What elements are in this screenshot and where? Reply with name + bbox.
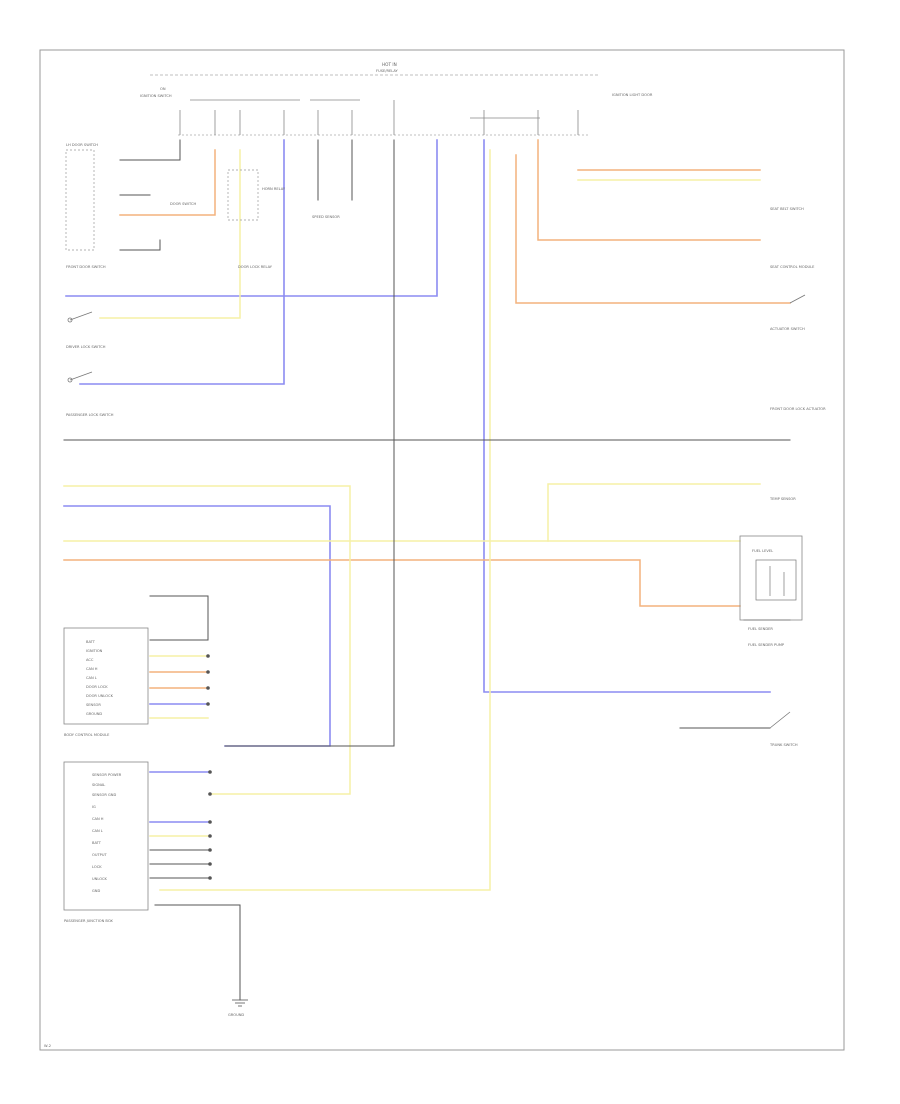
svg-text:CAN L: CAN L xyxy=(92,829,103,833)
svg-text:DOOR UNLOCK: DOOR UNLOCK xyxy=(86,694,114,698)
ground-symbol xyxy=(232,999,248,1007)
body-control-module xyxy=(63,627,149,725)
svg-text:GROUND: GROUND xyxy=(86,712,102,716)
blue-wires xyxy=(63,139,771,823)
orange-wires xyxy=(63,139,791,689)
header-subtitle: FUSE/RELAY xyxy=(376,69,398,73)
svg-text:UNLOCK: UNLOCK xyxy=(92,877,108,881)
center-component-2: SPEED SENSOR xyxy=(312,215,340,219)
right-component-6: FUEL SENDER xyxy=(748,627,773,631)
svg-text:CAN H: CAN H xyxy=(92,817,104,821)
left-component-3: DRIVER LOCK SWITCH xyxy=(66,345,106,349)
svg-text:IGNITION: IGNITION xyxy=(86,649,103,653)
svg-text:SIGNAL: SIGNAL xyxy=(92,783,105,787)
left-component-0: LH DOOR SWITCH xyxy=(66,143,98,147)
ground-label: GROUND xyxy=(228,1013,244,1017)
fuel-level-box xyxy=(739,535,803,621)
svg-text:IG: IG xyxy=(92,805,96,809)
svg-text:BATT: BATT xyxy=(92,841,102,845)
fuel-sender-symbol xyxy=(755,559,797,601)
svg-text:LOCK: LOCK xyxy=(92,865,102,869)
right-component-4: TEMP SENSOR xyxy=(769,497,796,501)
lh-door-switch-box xyxy=(65,149,95,251)
module-connector-dots xyxy=(206,654,212,880)
svg-text:CAN H: CAN H xyxy=(86,667,98,671)
left-component-2: FRONT DOOR SWITCH xyxy=(66,265,106,269)
svg-text:CAN L: CAN L xyxy=(86,676,97,680)
gray-wires xyxy=(63,139,791,1001)
horn-relay-box xyxy=(227,169,259,221)
top-connectors xyxy=(179,99,579,135)
module-0-pins: BATT IGNITION ACC CAN H CAN L DOOR LOCK … xyxy=(86,640,114,716)
right-component-5: FUEL LEVEL xyxy=(752,549,773,553)
footer-code: W-2 xyxy=(44,1044,51,1048)
left-component-4: PASSENGER LOCK SWITCH xyxy=(66,413,114,417)
header-code: HOT IN xyxy=(382,62,397,67)
top-left-label: ON xyxy=(160,87,166,91)
switch-symbols xyxy=(67,294,806,729)
right-component-1: SEAT CONTROL MODULE xyxy=(770,265,815,269)
module-0-label: BODY CONTROL MODULE xyxy=(64,733,110,737)
svg-text:BATT: BATT xyxy=(86,640,96,644)
center-component-0: HORN RELAY xyxy=(262,187,286,191)
diagram-border xyxy=(39,49,845,1051)
svg-text:SENSOR: SENSOR xyxy=(86,703,101,707)
left-component-1: DOOR SWITCH xyxy=(170,202,196,206)
module-1-pins: SENSOR POWER SIGNAL SENSOR GND IG CAN H … xyxy=(92,773,122,893)
right-component-0: SEAT BELT SWITCH xyxy=(770,207,804,211)
passenger-junction-box xyxy=(63,761,149,911)
module-1-label: PASSENGER JUNCTION BOX xyxy=(64,919,113,923)
top-left-sub: IGNITION SWITCH xyxy=(140,94,172,98)
right-component-2: ACTUATOR SWITCH xyxy=(770,327,805,331)
top-right-label: IGNITION LIGHT DOOR xyxy=(612,93,653,97)
svg-text:SENSOR POWER: SENSOR POWER xyxy=(92,773,122,777)
svg-text:SENSOR GND: SENSOR GND xyxy=(92,793,116,797)
right-component-7: FUEL SENDER PUMP xyxy=(748,643,785,647)
svg-text:ACC: ACC xyxy=(86,658,94,662)
svg-text:OUTPUT: OUTPUT xyxy=(92,853,107,857)
svg-text:GND: GND xyxy=(92,889,100,893)
right-component-3: FRONT DOOR LOCK ACTUATOR xyxy=(770,407,826,411)
right-component-8: TRUNK SWITCH xyxy=(769,743,798,747)
yellow-wires xyxy=(63,149,761,891)
svg-text:DOOR LOCK: DOOR LOCK xyxy=(86,685,108,689)
center-component-1: DOOR LOCK RELAY xyxy=(238,265,273,269)
